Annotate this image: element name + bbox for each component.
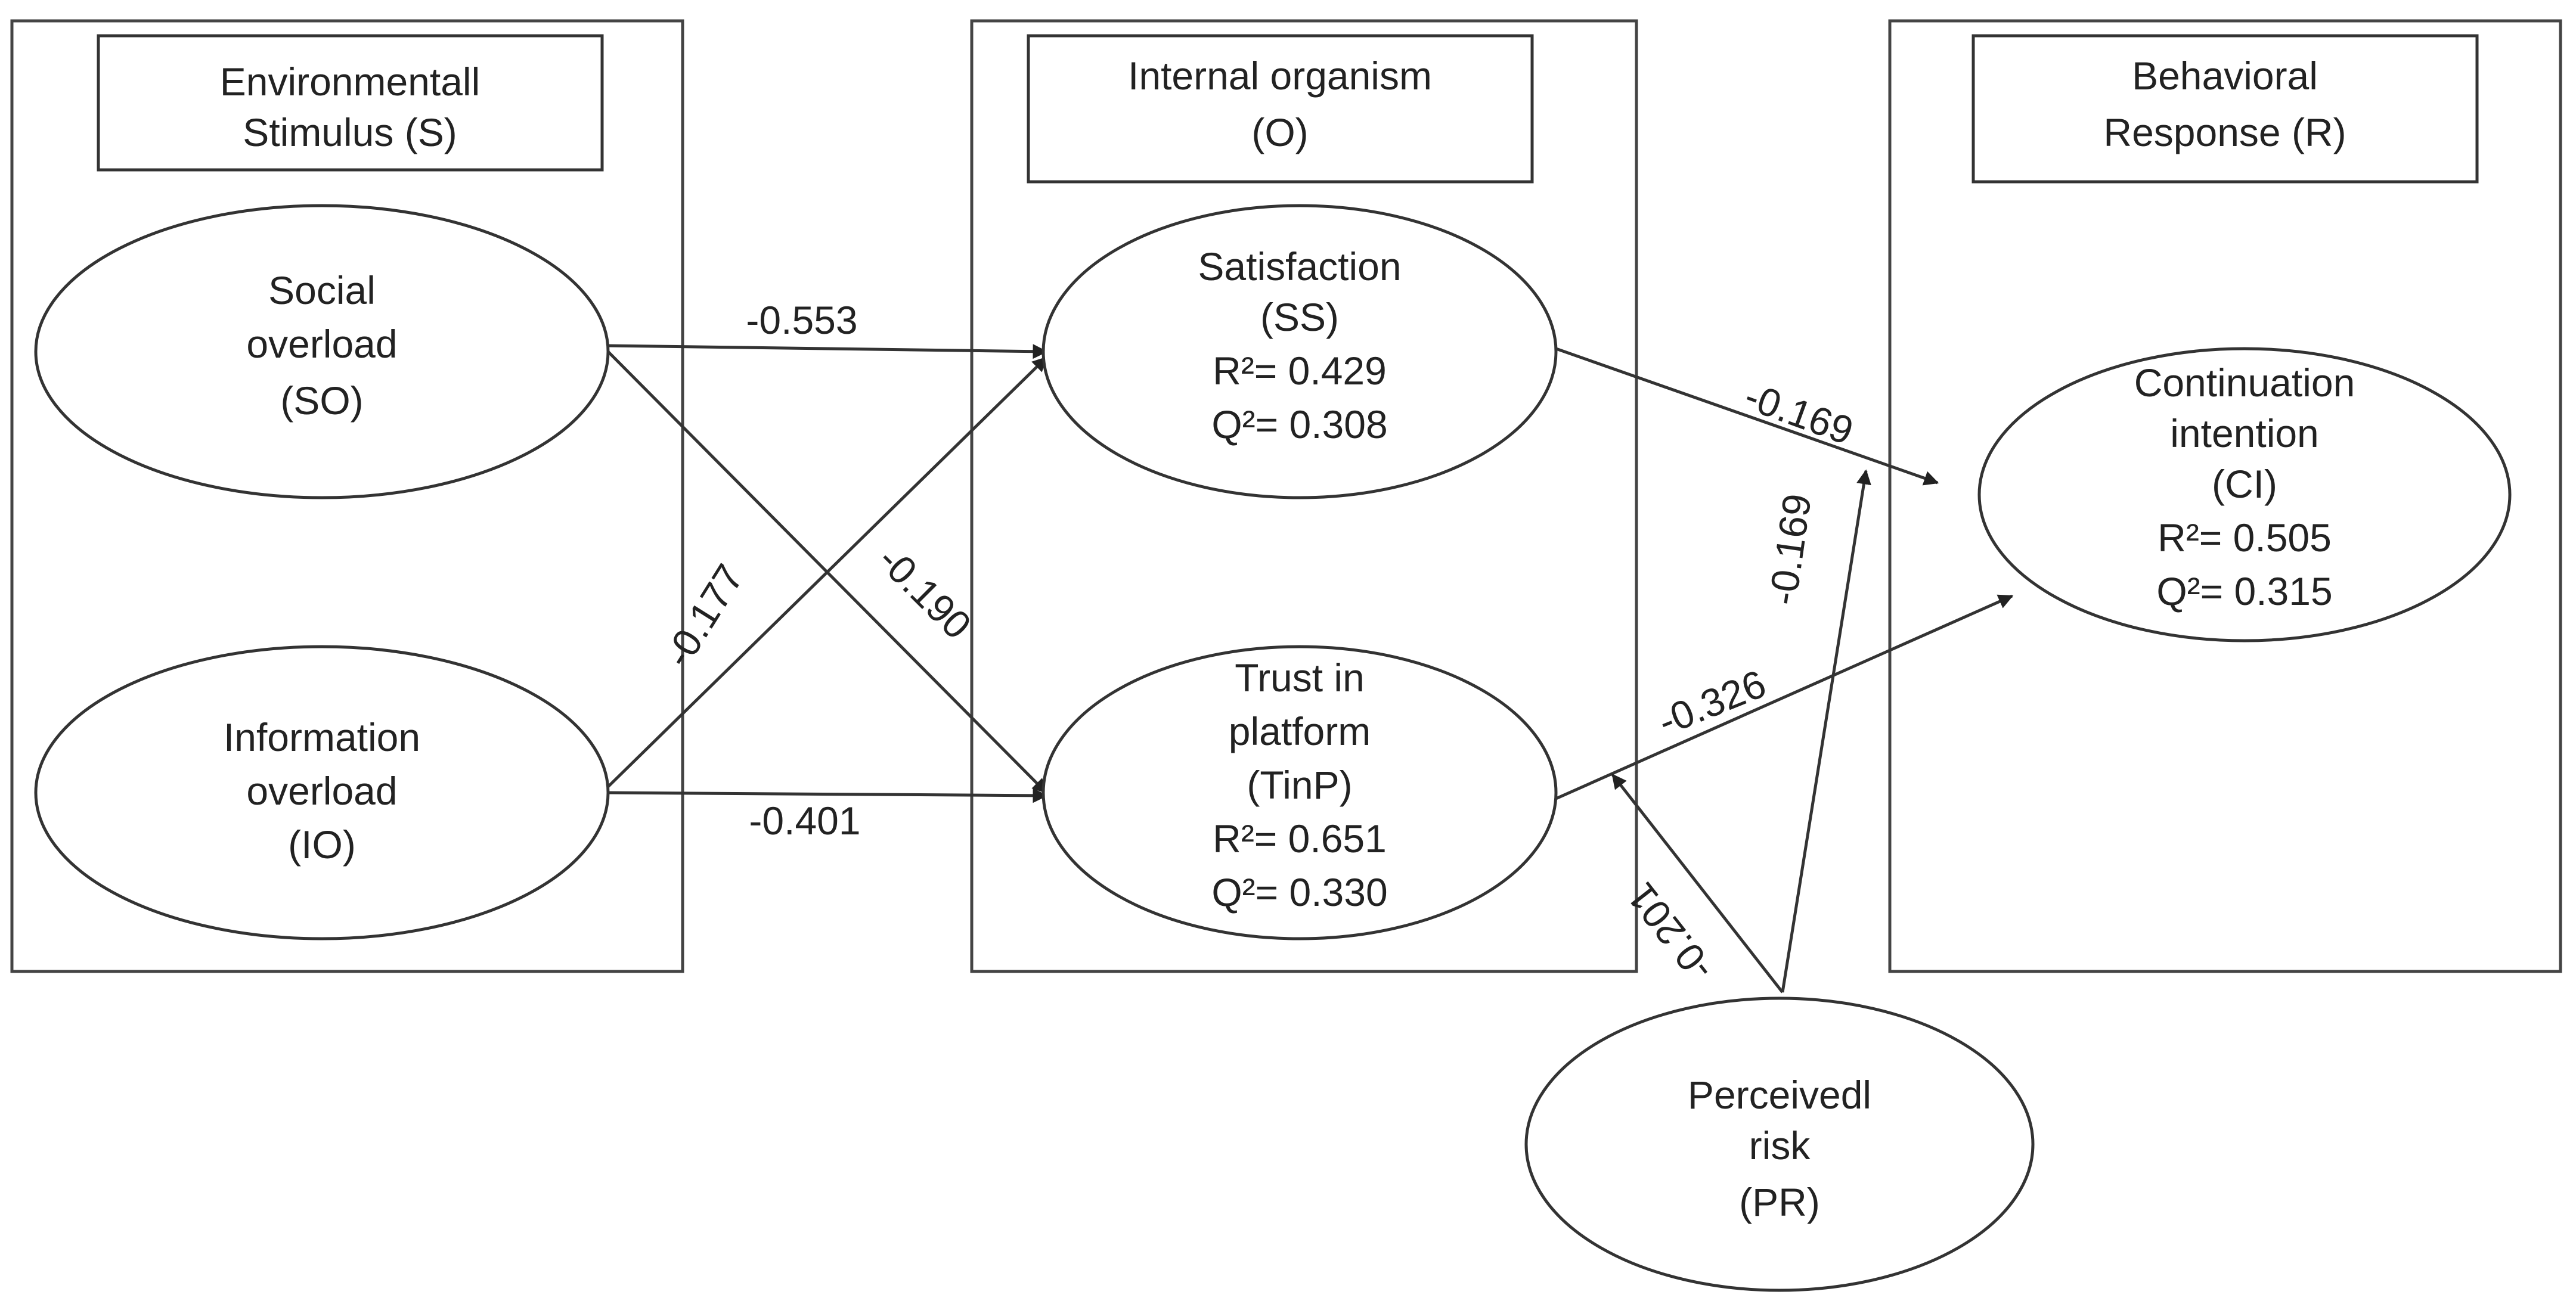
information-overload-construct bbox=[34, 645, 610, 940]
trust-line3: (TinP) bbox=[1247, 763, 1352, 807]
continuation-intention-construct bbox=[1977, 347, 2512, 642]
coef-so-ss: -0.553 bbox=[746, 298, 857, 342]
stimulus-panel bbox=[10, 19, 684, 973]
perceived-risk-line2: risk bbox=[1749, 1123, 1811, 1168]
continuation-r2: R²= 0.505 bbox=[2157, 516, 2332, 560]
coef-tinp-ci: -0.326 bbox=[1652, 661, 1772, 744]
perceived-risk-construct bbox=[1524, 996, 2035, 1292]
coef-ss-ci: -0.169 bbox=[1739, 374, 1859, 454]
response-header-line2: Response (R) bbox=[2103, 110, 2346, 154]
path-io-tinp bbox=[607, 788, 1048, 803]
satisfaction-construct bbox=[1041, 204, 1558, 499]
response-panel bbox=[1888, 19, 2562, 973]
response-header-line1: Behavioral bbox=[2132, 54, 2318, 98]
path-so-ss bbox=[607, 344, 1048, 359]
stimulus-header-line1: Environmentall bbox=[220, 60, 481, 104]
satisfaction-q2: Q²= 0.308 bbox=[1211, 402, 1387, 446]
satisfaction-line1: Satisfaction bbox=[1198, 244, 1401, 288]
information-overload-line1: Information bbox=[224, 715, 420, 759]
information-overload-line2: overload bbox=[246, 769, 397, 813]
organism-header-box bbox=[1027, 34, 1534, 184]
continuation-line2: intention bbox=[2170, 411, 2319, 455]
continuation-q2: Q²= 0.315 bbox=[2156, 569, 2332, 613]
satisfaction-line2: (SS) bbox=[1260, 295, 1339, 339]
coef-pr-ci: -0.169 bbox=[1760, 491, 1819, 608]
trust-in-platform-construct bbox=[1041, 645, 1558, 940]
path-io-ss bbox=[607, 356, 1047, 788]
trust-r2: R²= 0.651 bbox=[1213, 817, 1387, 861]
path-pr-tinp bbox=[1611, 774, 1784, 994]
coef-io-tinp: -0.401 bbox=[749, 799, 860, 843]
information-overload-line3: (IO) bbox=[288, 822, 356, 867]
perceived-risk-line1: Perceivedl bbox=[1688, 1073, 1871, 1117]
satisfaction-r2: R²= 0.429 bbox=[1213, 349, 1387, 393]
path-pr-ci bbox=[1781, 469, 1871, 993]
organism-panel bbox=[970, 19, 1638, 973]
path-tinp-ci bbox=[1555, 594, 2014, 800]
stimulus-header-box bbox=[97, 34, 604, 172]
trust-line1: Trust in bbox=[1235, 656, 1365, 700]
organism-header-line2: (O) bbox=[1251, 110, 1308, 154]
path-ss-ci bbox=[1555, 347, 1939, 486]
perceived-risk-line3: (PR) bbox=[1739, 1180, 1820, 1224]
social-overload-line2: overload bbox=[246, 322, 397, 366]
continuation-line3: (CI) bbox=[2212, 462, 2277, 506]
social-overload-line1: Social bbox=[268, 268, 376, 312]
coef-io-ss: -0.177 bbox=[656, 557, 752, 675]
response-header-box bbox=[1971, 34, 2479, 184]
trust-q2: Q²= 0.330 bbox=[1211, 870, 1387, 914]
social-overload-construct bbox=[34, 204, 610, 499]
trust-line2: platform bbox=[1229, 709, 1371, 753]
continuation-line1: Continuation bbox=[2134, 361, 2355, 405]
stimulus-header-line2: Stimulus (S) bbox=[243, 110, 457, 154]
organism-header-line1: Internal organism bbox=[1128, 54, 1432, 98]
social-overload-line3: (SO) bbox=[280, 378, 363, 423]
